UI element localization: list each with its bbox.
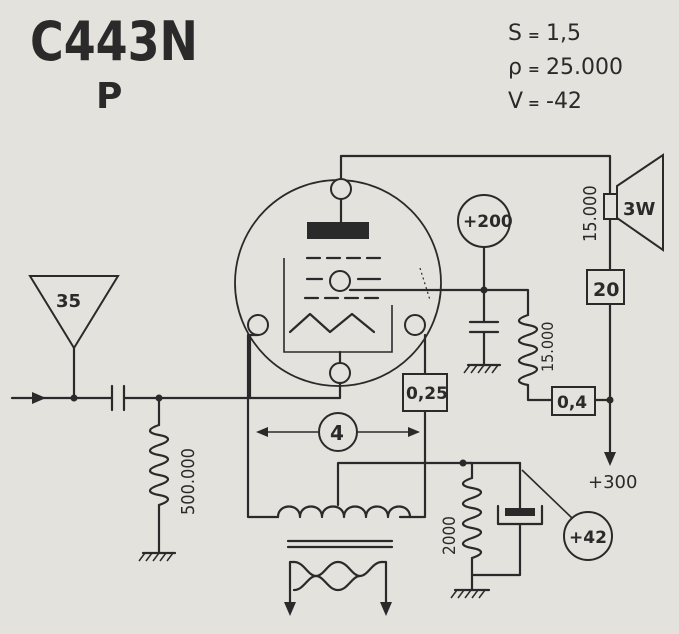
anode-plate <box>307 222 369 239</box>
cathode-bias: 2000 +42 <box>440 459 613 599</box>
filament-pin-right <box>404 314 426 336</box>
output-impedance-label: 15.000 <box>580 185 601 242</box>
cathode-resistor-label: 2000 <box>440 516 460 555</box>
spec-symbol-v: V <box>508 89 523 114</box>
output-transformer <box>276 461 465 616</box>
screen-current-label: 0,4 <box>557 393 587 413</box>
tube-type-title: C443N <box>30 10 198 73</box>
grid-resistor <box>148 423 170 507</box>
spec-list: S = 1,5 ρ = 25.000 V = -42 <box>508 21 623 114</box>
cathode-voltage-circle <box>563 511 613 561</box>
spec-value-s: 1,5 <box>546 21 581 46</box>
cathode-voltage-label: +42 <box>569 528 607 548</box>
grid-resistor-label: 500.000 <box>178 448 199 515</box>
vacuum-tube <box>234 178 442 387</box>
filament-current-box <box>402 373 448 412</box>
spec-eq-v: = <box>528 96 540 112</box>
spec-symbol-s: S <box>508 21 522 46</box>
plate-current-box <box>586 269 625 305</box>
speaker-cone-icon <box>616 153 664 252</box>
spec-eq-rho: = <box>528 62 540 78</box>
tube-subtitle: P <box>96 76 122 117</box>
speaker-power-label: 3W <box>623 199 656 220</box>
cathode-pin <box>329 362 351 384</box>
input-arrow-icon <box>32 392 46 404</box>
supply-voltage-label: +300 <box>588 472 637 493</box>
speaker-coil <box>603 193 618 220</box>
plate-voltage-label: +200 <box>463 212 513 232</box>
spec-value-v: -42 <box>546 89 582 114</box>
filament-pin-left <box>247 314 269 336</box>
anode-pin <box>330 178 352 200</box>
cathode-capacitor <box>505 508 535 516</box>
filament-voltage-circle <box>318 412 358 452</box>
cathode-resistor <box>461 476 483 560</box>
spec-symbol-rho: ρ <box>508 55 522 80</box>
spec-value-rho: 25.000 <box>546 55 623 80</box>
filament-wiring: 0,25 4 <box>246 333 448 519</box>
input-level-triangle <box>28 275 120 350</box>
plate-current-label: 20 <box>593 279 619 301</box>
input-level-label: 35 <box>56 291 81 312</box>
input-section: 35 500.000 <box>10 275 260 562</box>
speaker: 3W 15.000 <box>580 153 664 252</box>
spec-eq-s: = <box>528 28 540 44</box>
screen-resistor <box>517 313 539 387</box>
screen-resistor-label: 15.000 <box>538 322 557 372</box>
filament-voltage-label: 4 <box>330 421 344 445</box>
screen-supply: 15.000 0,4 <box>348 245 612 416</box>
screen-grid-pin <box>329 270 351 292</box>
screen-current-box <box>551 386 596 416</box>
filament-current-label: 0,25 <box>406 384 448 404</box>
